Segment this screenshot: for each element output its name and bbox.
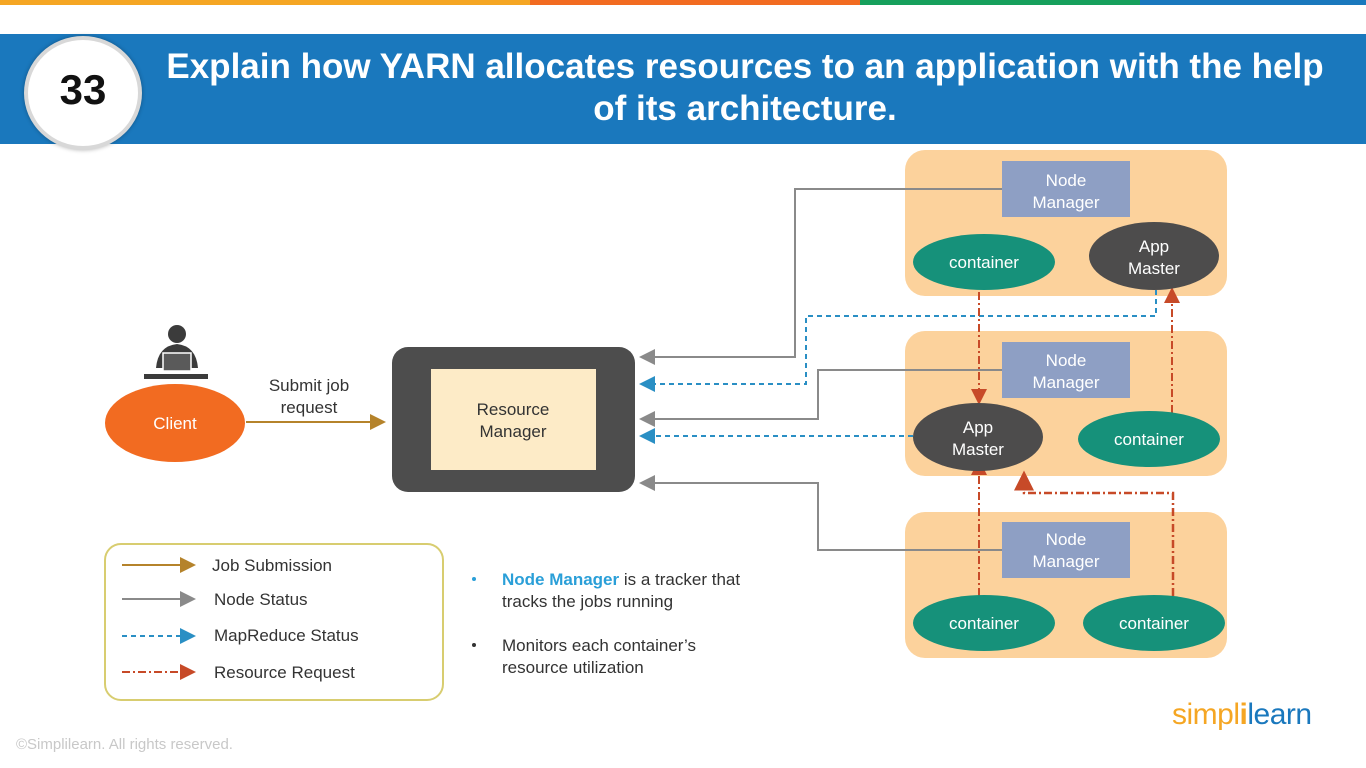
app-master-node1-line1: App [1139, 237, 1169, 256]
node-status-line-1 [639, 188, 1002, 365]
slide-title: Explain how YARN allocates resources to … [166, 47, 1324, 128]
container-node3-a [913, 595, 1055, 651]
node-manager-1-line1: Node [1046, 171, 1087, 190]
container-node3-b [1083, 595, 1225, 651]
submit-label-line1: Submit job [269, 376, 349, 395]
logo-bar: i [1239, 698, 1248, 731]
app-master-node2 [913, 403, 1043, 471]
note-1-line2: tracks the jobs running [502, 592, 673, 611]
node-status-line-3 [639, 475, 1002, 551]
container-node2-label: container [1114, 430, 1184, 449]
submit-label-line2: request [281, 398, 338, 417]
user-icon [144, 325, 208, 379]
note-1-highlight: Node Manager [502, 570, 620, 589]
client-node [105, 384, 245, 462]
strip-blue [1140, 0, 1366, 5]
strip-orange [0, 0, 530, 5]
legend-box [104, 543, 444, 701]
app-master-node1 [1089, 222, 1219, 290]
app-master-node1-line2: Master [1128, 259, 1180, 278]
slide-number-badge [24, 36, 142, 150]
simplilearn-logo: simplilearn [1172, 698, 1312, 732]
node-manager-2-line2: Manager [1032, 373, 1099, 392]
copyright-text: ©Simplilearn. All rights reserved. [16, 736, 233, 753]
client-label: Client [153, 414, 197, 433]
node-manager-2-line1: Node [1046, 351, 1087, 370]
note-bullet-1 [472, 577, 476, 581]
logo-part2: learn [1247, 698, 1312, 731]
note-1-line1: Node Manager is a tracker that [502, 570, 740, 589]
legend-node-status: Node Status [214, 590, 308, 609]
top-color-strip [0, 0, 1366, 5]
resource-manager-line2: Manager [479, 422, 546, 441]
node-manager-1 [1002, 161, 1130, 217]
logo-part1: simpl [1172, 698, 1240, 731]
slide-number: 33 [59, 66, 107, 113]
note-2-line2: resource utilization [502, 658, 644, 677]
legend-resource-request: Resource Request [214, 663, 355, 682]
node-manager-3-line2: Manager [1032, 552, 1099, 571]
legend-mapreduce-status: MapReduce Status [214, 626, 359, 645]
app-master-node2-line1: App [963, 418, 993, 437]
container-node3-a-label: container [949, 614, 1019, 633]
title-banner [0, 34, 1366, 144]
note-2-line1: Monitors each container’s [502, 636, 696, 655]
note-1-rest: is a tracker that [619, 570, 740, 589]
container-node1-label: container [949, 253, 1019, 272]
node-status-line-2 [639, 369, 1002, 427]
container-node1 [913, 234, 1055, 290]
resource-manager-box [431, 369, 596, 470]
node-manager-2 [1002, 342, 1130, 398]
resource-request-line-4 [1014, 470, 1175, 596]
resource-manager-line1: Resource [477, 400, 550, 419]
mapreduce-status-line-1 [639, 290, 1157, 392]
strip-red-orange [530, 0, 860, 5]
strip-green [860, 0, 1140, 5]
app-master-node2-line2: Master [952, 440, 1004, 459]
node-manager-3 [1002, 522, 1130, 578]
node-manager-3-line1: Node [1046, 530, 1087, 549]
note-bullet-2 [472, 643, 476, 647]
container-node3-b-label: container [1119, 614, 1189, 633]
node-manager-1-line2: Manager [1032, 193, 1099, 212]
legend-job-submission: Job Submission [212, 556, 332, 575]
container-node2 [1078, 411, 1220, 467]
